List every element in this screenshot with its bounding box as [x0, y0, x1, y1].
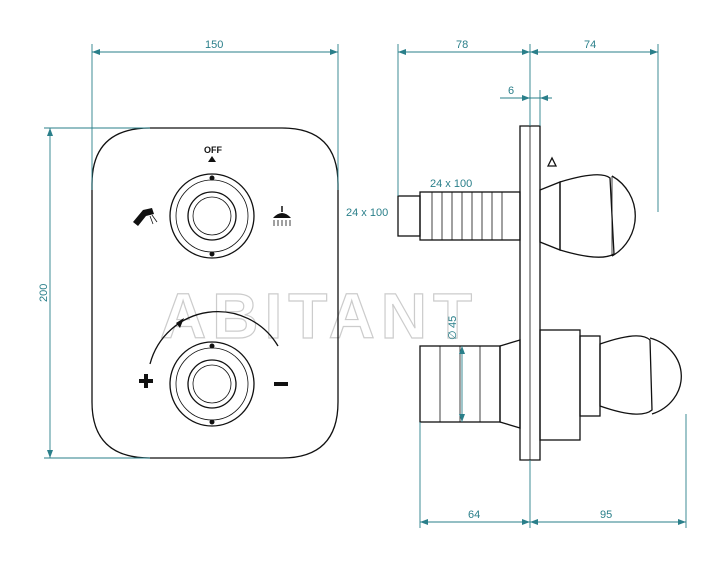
cover-plate [91, 127, 339, 459]
temperature-scale-arc [149, 311, 279, 365]
upper-outlet-pipe [397, 191, 521, 241]
outlet-size-label-side: 24 x 100 [346, 207, 388, 219]
side-view: 78 74 6 24 x 100 24 x 100 ∅ 45 [346, 39, 687, 528]
scale-start-marker [176, 318, 184, 328]
off-label: OFF [204, 145, 222, 155]
lower-valve-body [419, 329, 601, 441]
height-dimension: 200 [38, 127, 150, 459]
plus-icon [139, 374, 153, 388]
watermark: ABITANT [160, 280, 478, 352]
minus-icon [274, 382, 288, 386]
thermostatic-knob[interactable] [169, 341, 255, 427]
diameter-dimension: ∅ 45 [447, 316, 465, 422]
svg-text:45: 45 [447, 316, 459, 328]
svg-text:∅: ∅ [447, 330, 459, 340]
lower-side-handle [599, 335, 682, 415]
svg-text:200: 200 [38, 284, 50, 302]
diverter-knob[interactable] [169, 173, 255, 259]
svg-text:64: 64 [468, 509, 480, 521]
svg-text:74: 74 [584, 39, 596, 51]
svg-text:78: 78 [456, 39, 468, 51]
front-view: OFF [38, 39, 339, 459]
outlet-size-label-top: 24 x 100 [430, 178, 472, 190]
svg-text:6: 6 [508, 85, 514, 97]
svg-text:95: 95 [600, 509, 612, 521]
bottom-depth-dimensions: 64 95 [419, 414, 687, 528]
upper-side-handle [539, 156, 636, 258]
overhead-shower-icon [273, 206, 291, 226]
svg-text:150: 150 [205, 39, 223, 51]
width-dimension: 150 [91, 39, 339, 190]
plate-thickness-dimension: 6 [500, 85, 552, 126]
top-depth-dimensions: 78 74 [397, 39, 659, 212]
hand-shower-icon [133, 208, 158, 226]
off-pointer [208, 156, 216, 162]
